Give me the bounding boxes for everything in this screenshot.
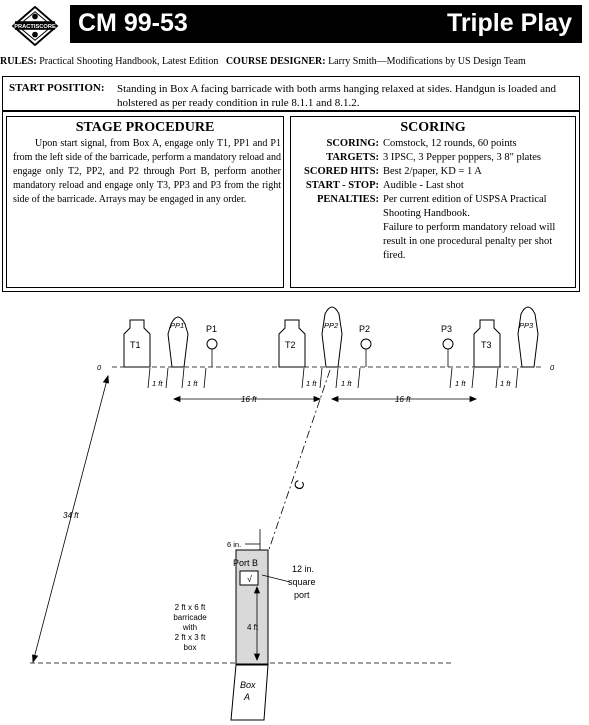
- ipsc-target-t2: T2: [278, 319, 306, 368]
- scoring-row-label: PENALTIES:: [316, 194, 379, 205]
- pepper-popper-pp3: PP3: [517, 306, 539, 368]
- thirty-four-foot-dimension: [32, 374, 109, 664]
- dim-1ft: 1 ft: [500, 379, 511, 388]
- scoring-heading: SCORING: [400, 120, 466, 135]
- scoring-row-value: Best 2/paper, KD = 1 A: [383, 166, 482, 177]
- rules-value: Practical Shooting Handbook, Latest Edit…: [39, 56, 219, 67]
- dim-1ft: 1 ft: [187, 379, 198, 388]
- zero-label-right: 0: [550, 363, 555, 372]
- dim-1ft: 1 ft: [152, 379, 163, 388]
- dim-1ft: 1 ft: [306, 379, 317, 388]
- start-position-text: Standing in Box A facing barricade with …: [117, 83, 556, 109]
- box-a-label: Box: [240, 680, 256, 690]
- dim-6in: 6 in.: [227, 540, 241, 549]
- scoring-row-value: 3 IPSC, 3 Pepper poppers, 3 8" plates: [383, 152, 541, 163]
- start-position-label: START POSITION:: [9, 82, 105, 94]
- uspsa-logo: PRACTISCORE: [11, 6, 59, 46]
- plate-p1: P1: [206, 324, 218, 367]
- dim-1ft: 1 ft: [455, 379, 466, 388]
- dim-1ft: 1 ft: [341, 379, 352, 388]
- barricade-note-line: with: [182, 623, 197, 632]
- target-label: P2: [359, 324, 370, 334]
- box-a-letter: A: [243, 692, 250, 702]
- port-check: √: [247, 574, 252, 584]
- stage-diagram: 0 0 T1 PP1 P1 T2 PP2 P2 P3 T3: [30, 306, 555, 721]
- port-note-line: square: [288, 577, 316, 587]
- center-line: [261, 369, 331, 571]
- port-note-line: port: [294, 590, 310, 600]
- scoring-row-label: SCORED HITS:: [304, 166, 379, 177]
- stage-name: Triple Play: [446, 9, 572, 37]
- title-bar: CM 99-53 Triple Play: [70, 5, 582, 43]
- scoring-row-value: Per current edition of USPSA Practical S…: [383, 194, 547, 219]
- centerline-symbol: C: [291, 478, 308, 492]
- target-label: P1: [206, 324, 217, 334]
- pepper-popper-pp2: PP2: [321, 306, 343, 368]
- designer-label: COURSE DESIGNER:: [225, 56, 326, 67]
- logo-text: PRACTISCORE: [14, 24, 56, 30]
- target-stands: [147, 367, 519, 389]
- ipsc-target-t1: T1: [123, 319, 151, 368]
- box-a: [230, 664, 269, 721]
- port-note-line: 12 in.: [292, 564, 314, 574]
- sixteen-foot-dimensions: [172, 395, 478, 403]
- stage-procedure-heading: STAGE PROCEDURE: [75, 120, 215, 135]
- four-foot-dimension: [253, 585, 261, 662]
- procedure-scoring-frame: [2, 110, 580, 292]
- scoring-box: SCORING SCORING: Comstock, 12 rounds, 60…: [290, 116, 576, 288]
- barricade-note-line: 2 ft x 3 ft: [175, 633, 206, 642]
- plate-p3: P3: [441, 324, 454, 367]
- ipsc-target-t3: T3: [473, 319, 501, 368]
- dim-16ft-right: 16 ft: [395, 395, 411, 404]
- start-position-box: START POSITION: Standing in Box A facing…: [2, 76, 580, 112]
- scoring-row-label: TARGETS:: [326, 152, 379, 163]
- port-note-leader: [261, 574, 291, 583]
- target-label: PP3: [519, 321, 534, 330]
- scoring-row-value: Audible - Last shot: [383, 180, 464, 191]
- plate-p2: P2: [359, 324, 372, 367]
- port-b-label: Port B: [233, 558, 258, 568]
- scoring-row-label: SCORING:: [326, 138, 379, 149]
- target-label: T1: [130, 340, 141, 350]
- port-b-opening: [239, 570, 259, 586]
- target-label: PP2: [324, 321, 339, 330]
- barricade-note-line: box: [184, 643, 197, 652]
- pepper-popper-pp1: PP1: [167, 316, 189, 368]
- rules-line: RULES: Practical Shooting Handbook, Late…: [0, 56, 589, 67]
- rules-label: RULES:: [0, 56, 37, 67]
- stage-procedure-text: Upon start signal, from Box A, engage on…: [13, 138, 281, 205]
- barricade-note: 2 ft x 6 ft barricade with 2 ft x 3 ft b…: [173, 603, 207, 652]
- target-label: PP1: [170, 321, 184, 330]
- designer-value: Larry Smith—Modifications by US Design T…: [328, 56, 526, 67]
- zero-label-left: 0: [97, 363, 102, 372]
- target-label: T2: [285, 340, 296, 350]
- dim-34ft: 34 ft: [63, 511, 79, 520]
- barricade-note-line: 2 ft x 6 ft: [175, 603, 206, 612]
- barricade-note-line: barricade: [173, 613, 207, 622]
- stage-procedure-box: STAGE PROCEDURE Upon start signal, from …: [6, 116, 284, 288]
- scoring-row-value: Comstock, 12 rounds, 60 points: [383, 138, 517, 149]
- scoring-row-label: START - STOP:: [305, 180, 379, 191]
- course-id: CM 99-53: [78, 9, 188, 37]
- one-foot-dimensions: 1 ft 1 ft 1 ft 1 ft 1 ft 1 ft: [152, 379, 511, 388]
- target-label: P3: [441, 324, 452, 334]
- dim-16ft-left: 16 ft: [241, 395, 257, 404]
- dim-4ft: 4 ft: [247, 623, 259, 632]
- target-label: T3: [481, 340, 492, 350]
- scoring-row-value: Failure to perform mandatory reload will…: [383, 222, 556, 261]
